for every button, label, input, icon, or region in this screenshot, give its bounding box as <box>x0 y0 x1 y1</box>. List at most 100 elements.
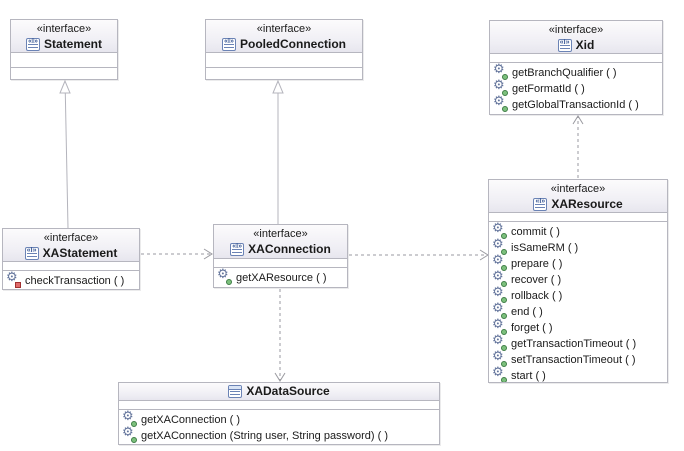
public-method-icon: ⚙ <box>492 318 507 335</box>
private-method-icon: ⚙ <box>6 271 21 288</box>
method-row[interactable]: ⚙ prepare ( ) <box>489 254 667 272</box>
attributes-compartment <box>489 213 667 222</box>
node-xaresource[interactable]: «interface» «I» XAResource ⚙ commit ( ) … <box>488 179 668 383</box>
attributes-compartment <box>206 53 362 68</box>
method-label: start ( ) <box>511 370 546 382</box>
method-row[interactable]: ⚙ getTransactionTimeout ( ) <box>489 334 667 352</box>
method-label: getXAConnection ( ) <box>141 414 241 426</box>
interface-icon: «I» <box>230 242 245 256</box>
edge-xastatement-statement-generalization[interactable] <box>59 79 71 229</box>
stereotype-label: «interface» <box>253 228 308 240</box>
node-pooledconnection[interactable]: «interface» «I» PooledConnection <box>205 19 363 80</box>
interface-icon: «I» <box>557 38 572 52</box>
method-label: forget ( ) <box>511 322 553 334</box>
edge-xaconnection-pooledconnection-generalization[interactable] <box>272 79 284 224</box>
method-row[interactable]: ⚙ start ( ) <box>489 366 667 382</box>
node-title: «interface» «I» XAResource <box>489 180 667 213</box>
open-chevron-arrowhead <box>203 248 213 260</box>
public-method-icon: ⚙ <box>493 95 508 112</box>
method-row[interactable]: ⚙ getXAConnection ( ) <box>119 410 439 428</box>
edge-xaresource-xid-dependency[interactable] <box>572 115 584 178</box>
method-label: isSameRM ( ) <box>511 242 579 254</box>
public-method-icon: ⚙ <box>217 268 232 285</box>
method-label: end ( ) <box>511 306 543 318</box>
edge-xastatement-xaconnection-dependency[interactable] <box>141 248 213 260</box>
method-row[interactable]: ⚙ rollback ( ) <box>489 286 667 304</box>
public-method-icon: ⚙ <box>492 238 507 255</box>
method-row[interactable]: ⚙ isSameRM ( ) <box>489 238 667 256</box>
method-row[interactable]: ⚙ getXAConnection (String user, String p… <box>119 426 439 444</box>
attributes-compartment <box>119 401 439 410</box>
method-label: getXAConnection (String user, String pas… <box>141 430 389 442</box>
public-method-icon: ⚙ <box>492 286 507 303</box>
public-method-icon: ⚙ <box>492 254 507 271</box>
node-statement[interactable]: «interface» «I» Statement <box>10 19 118 80</box>
methods-compartment: ⚙ getXAConnection ( ) ⚙ getXAConnection … <box>119 410 439 444</box>
node-name: XADataSource <box>246 384 330 398</box>
interface-icon: «I» <box>533 197 548 211</box>
public-method-icon: ⚙ <box>492 334 507 351</box>
stereotype-label: «interface» <box>43 232 99 244</box>
method-row[interactable]: ⚙ getFormatId ( ) <box>490 79 662 97</box>
hollow-triangle-arrowhead <box>59 79 71 94</box>
method-label: getXAResource ( ) <box>236 272 327 284</box>
method-label: getBranchQualifier ( ) <box>512 67 617 79</box>
method-row[interactable]: ⚙ getBranchQualifier ( ) <box>490 63 662 81</box>
node-title: «interface» «I» XAStatement <box>3 229 139 262</box>
stereotype-label: «interface» <box>256 23 312 35</box>
node-name: PooledConnection <box>240 37 346 51</box>
edge-xaconnection-xadatasource-dependency[interactable] <box>274 289 286 382</box>
method-row[interactable]: ⚙ setTransactionTimeout ( ) <box>489 350 667 368</box>
method-label: setTransactionTimeout ( ) <box>511 354 636 366</box>
methods-compartment: ⚙ checkTransaction ( ) <box>3 271 139 289</box>
method-row[interactable]: ⚙ checkTransaction ( ) <box>3 271 139 289</box>
interface-icon: «I» <box>24 246 39 260</box>
attributes-compartment <box>3 262 139 271</box>
method-row[interactable]: ⚙ recover ( ) <box>489 270 667 288</box>
attributes-compartment <box>490 54 662 63</box>
interface-icon: «I» <box>222 37 236 51</box>
public-method-icon: ⚙ <box>122 410 137 427</box>
edge-xaconnection-xaresource-dependency[interactable] <box>349 249 489 261</box>
attributes-compartment <box>11 53 117 68</box>
class-icon <box>228 385 243 398</box>
method-label: recover ( ) <box>511 274 562 286</box>
open-chevron-arrowhead <box>274 372 286 382</box>
public-method-icon: ⚙ <box>492 270 507 287</box>
node-title: «interface» «I» XAConnection <box>214 225 347 259</box>
node-name: Xid <box>575 38 595 52</box>
node-name: XAConnection <box>248 242 331 256</box>
method-row[interactable]: ⚙ commit ( ) <box>489 222 667 240</box>
node-title: «interface» «I» Statement <box>11 20 117 53</box>
methods-compartment: ⚙ getBranchQualifier ( ) ⚙ getFormatId (… <box>490 63 662 114</box>
method-label: getTransactionTimeout ( ) <box>511 338 637 350</box>
attributes-compartment <box>214 259 347 268</box>
open-chevron-arrowhead <box>572 115 584 125</box>
methods-compartment <box>11 68 117 79</box>
node-xaconnection[interactable]: «interface» «I» XAConnection ⚙ getXAReso… <box>213 224 348 288</box>
methods-compartment: ⚙ getXAResource ( ) <box>214 268 347 287</box>
method-label: rollback ( ) <box>511 290 563 302</box>
public-method-icon: ⚙ <box>492 366 507 382</box>
node-xadatasource[interactable]: XADataSource ⚙ getXAConnection ( ) ⚙ get… <box>118 382 440 445</box>
node-name: Statement <box>43 37 102 51</box>
node-title: «interface» «I» PooledConnection <box>206 20 362 53</box>
hollow-triangle-arrowhead <box>272 79 284 94</box>
node-name: XAStatement <box>42 246 118 260</box>
stereotype-label: «interface» <box>548 24 604 36</box>
node-xastatement[interactable]: «interface» «I» XAStatement ⚙ checkTrans… <box>2 228 140 290</box>
stereotype-label: «interface» <box>36 23 92 35</box>
method-row[interactable]: ⚙ getXAResource ( ) <box>214 268 347 286</box>
public-method-icon: ⚙ <box>492 222 507 239</box>
public-method-icon: ⚙ <box>493 79 508 96</box>
method-row[interactable]: ⚙ getGlobalTransactionId ( ) <box>490 95 662 113</box>
methods-compartment <box>206 68 362 79</box>
method-row[interactable]: ⚙ end ( ) <box>489 302 667 320</box>
method-label: prepare ( ) <box>511 258 563 270</box>
method-row[interactable]: ⚙ forget ( ) <box>489 318 667 336</box>
node-xid[interactable]: «interface» «I» Xid ⚙ getBranchQualifier… <box>489 20 663 115</box>
method-label: commit ( ) <box>511 226 560 238</box>
public-method-icon: ⚙ <box>492 302 507 319</box>
node-title: «interface» «I» Xid <box>490 21 662 54</box>
